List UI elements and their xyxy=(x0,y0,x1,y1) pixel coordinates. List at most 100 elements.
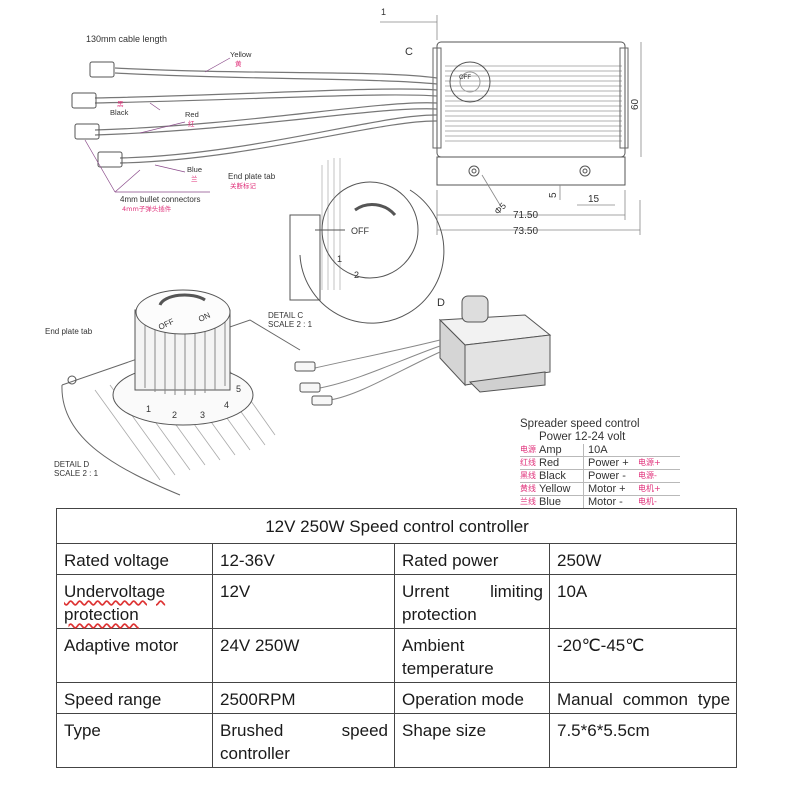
dial-number: 4 xyxy=(224,400,229,410)
knob-top-off-label: OFF xyxy=(459,75,471,81)
legend-row: 黄线 Yellow Motor + 电机+ xyxy=(520,483,680,496)
legend-row-value: Power + xyxy=(583,457,638,469)
knob-top xyxy=(449,61,491,103)
housing-top xyxy=(436,41,626,158)
spreader-speed-legend: Spreader speed control Power 12-24 volt … xyxy=(520,418,680,509)
table-cell: 12V xyxy=(212,574,395,629)
detail-d xyxy=(61,289,301,496)
table-cell: Ambient temperature xyxy=(394,628,550,683)
legend-row-sub: 电源+ xyxy=(638,458,661,467)
wire-blue-cn: 兰 xyxy=(191,174,198,183)
legend-row-sub: 电机- xyxy=(638,497,657,506)
wire-blue-label: Blue xyxy=(187,165,202,174)
wire-yellow-label: Yellow xyxy=(230,50,252,59)
legend-row-en: Red xyxy=(539,457,560,469)
table-cell: 2500RPM xyxy=(212,682,395,714)
dimension-60: 60 xyxy=(630,98,641,110)
table-cell: Urrent limiting protection xyxy=(394,574,550,629)
table-row: Speed range 2500RPM Operation mode Manua… xyxy=(56,682,738,714)
dimension-lines xyxy=(380,15,642,235)
table-cell: 12-36V xyxy=(212,543,395,575)
top-view xyxy=(71,15,642,235)
legend-row-en: Yellow xyxy=(539,483,571,495)
table-cell: Rated power xyxy=(394,543,550,575)
table-cell-text: Undervoltage protection xyxy=(64,582,166,624)
dial-number: 1 xyxy=(337,254,342,264)
wire-red-label: Red xyxy=(185,110,199,119)
detail-c-marker: C xyxy=(405,46,413,58)
legend-row-en: Blue xyxy=(539,496,562,508)
legend-row-cn: 黄线 xyxy=(520,484,536,493)
dimension-15: 15 xyxy=(588,194,600,205)
table-title-row: 12V 250W Speed control controller xyxy=(55,508,738,544)
table-title: 12V 250W Speed control controller xyxy=(55,508,738,544)
table-cell: -20℃-45℃ xyxy=(548,628,738,683)
dial-number: 2 xyxy=(354,270,359,280)
detail-d-marker: D xyxy=(437,297,445,309)
detail-c xyxy=(289,158,445,324)
legend-power: Power 12-24 volt xyxy=(539,431,626,443)
wire-black-cn: 黑 xyxy=(117,100,124,108)
dial-number: 1 xyxy=(146,404,151,414)
housing-fins xyxy=(445,65,622,142)
housing-base xyxy=(436,156,626,186)
table-row: Type Brushed speed controller Shape size… xyxy=(56,713,738,768)
legend-row-value: Power - xyxy=(583,470,638,482)
legend-row-cn: 黑线 xyxy=(520,471,536,480)
legend-row-sub: 电机+ xyxy=(638,484,661,493)
leader-lines xyxy=(84,57,231,193)
legend-row-cn: 电源 xyxy=(520,445,536,454)
legend-title: Spreader speed control xyxy=(520,418,640,430)
legend-row-en: Black xyxy=(539,470,566,482)
detail-d-dial-numbers: 1 2 3 4 5 xyxy=(146,384,241,420)
bullet-connectors-cn: 4mm子弹头插件 xyxy=(122,204,172,213)
dimension-73-50: 73.50 xyxy=(513,226,538,237)
table-cell-text: Urrent limiting protection xyxy=(402,582,543,624)
dial-number: 2 xyxy=(172,410,177,420)
table-cell: Speed range xyxy=(56,682,213,714)
table-cell: Type xyxy=(56,713,213,768)
detail-c-off-label: OFF xyxy=(351,226,369,236)
dimension-1: 1 xyxy=(381,7,386,17)
wire-black-label: Black xyxy=(110,108,129,117)
table-row: Undervoltage protection 12V Urrent limit… xyxy=(56,574,738,629)
wire-red-cn: 红 xyxy=(188,119,195,128)
legend-row: 红线 Red Power + 电源+ xyxy=(520,457,680,470)
table-cell: Adaptive motor xyxy=(56,628,213,683)
end-plate-tab-c-cn: 关断标记 xyxy=(230,181,257,190)
detail-c-title: DETAIL C xyxy=(268,311,303,320)
table-cell: Shape size xyxy=(394,713,550,768)
legend-row-sub: 电源- xyxy=(638,471,657,480)
legend-row-value: 10A xyxy=(583,444,638,456)
cable-length-label: 130mm cable length xyxy=(86,34,167,44)
legend-row-cn: 兰线 xyxy=(520,497,536,506)
table-cell: Brushed speed controller xyxy=(212,713,395,768)
legend-row-en: Amp xyxy=(539,444,562,456)
spec-table: 12V 250W Speed control controller Rated … xyxy=(55,508,738,768)
wire-bundle xyxy=(94,67,438,164)
table-row: Adaptive motor 24V 250W Ambient temperat… xyxy=(56,628,738,683)
table-cell: 24V 250W xyxy=(212,628,395,683)
legend-row: 黑线 Black Power - 电源- xyxy=(520,470,680,483)
table-cell: Operation mode xyxy=(394,682,550,714)
table-cell: 250W xyxy=(548,543,738,575)
dial-number: 3 xyxy=(200,410,205,420)
dimension-71-50: 71.50 xyxy=(513,210,538,221)
dimension-phi5: Φ5 xyxy=(492,201,508,217)
end-plate-tab-c-label: End plate tab xyxy=(228,172,276,181)
dial-number: 5 xyxy=(236,384,241,394)
detail-d-scale: SCALE 2 : 1 xyxy=(54,469,99,478)
dimension-5: 5 xyxy=(548,192,559,198)
table-cell: Manual common type xyxy=(548,682,738,714)
bullet-connectors xyxy=(71,61,123,168)
detail-c-dial-numbers: 1 2 xyxy=(337,254,359,280)
legend-row-value: Motor + xyxy=(583,483,638,495)
iso-view-d xyxy=(294,295,552,406)
table-cell: 7.5*6*5.5cm xyxy=(548,713,738,768)
bullet-connectors-label: 4mm bullet connectors xyxy=(120,195,200,204)
technical-drawing: 130mm cable length Yellow 黄 黑 Black Red … xyxy=(45,7,642,496)
table-row: Rated voltage 12-36V Rated power 250W xyxy=(56,543,738,575)
detail-c-scale: SCALE 2 : 1 xyxy=(268,320,313,329)
wire-yellow-cn: 黄 xyxy=(235,59,242,68)
table-cell: Undervoltage protection xyxy=(56,574,213,629)
